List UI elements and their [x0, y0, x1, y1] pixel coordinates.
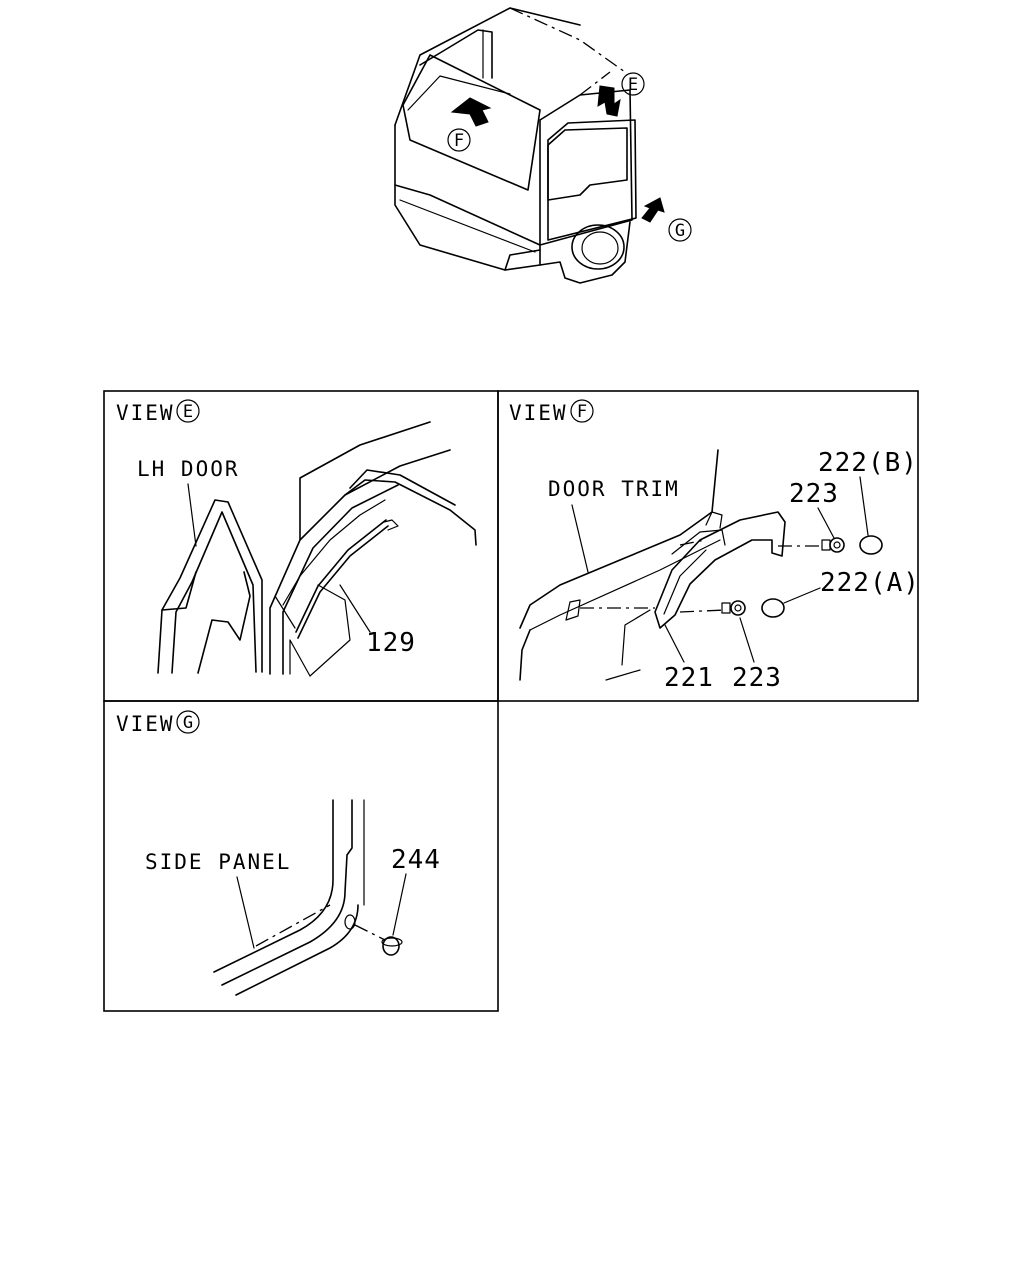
view-f-title-marker: F — [570, 399, 594, 423]
svg-text:E: E — [183, 402, 193, 422]
view-g-panel: VIEW G SIDE PANEL 244 — [116, 710, 441, 996]
clip-244 — [381, 936, 403, 956]
part-129-label: 129 — [366, 628, 416, 658]
cap-222a — [761, 598, 785, 618]
view-e-marker: E — [621, 72, 645, 96]
view-f-panel: VIEW F DOOR TRIM — [509, 399, 920, 693]
view-f-marker: F — [447, 128, 471, 152]
view-e-title-marker: E — [176, 399, 200, 423]
view-f-title: VIEW — [509, 401, 568, 425]
part-223-upper-label: 223 — [789, 479, 839, 509]
svg-text:F: F — [454, 131, 464, 151]
part-222a-label: 222(A) — [820, 568, 920, 598]
side-panel-callout: SIDE PANEL — [145, 850, 291, 874]
view-g-title: VIEW — [116, 712, 175, 736]
view-g-arrow — [641, 197, 665, 223]
svg-text:E: E — [628, 75, 638, 95]
view-e-arrow — [597, 85, 621, 117]
part-221-label: 221 — [664, 663, 714, 693]
view-g-title-marker: G — [176, 710, 200, 734]
screw-223-upper — [821, 537, 845, 553]
part-222b-label: 222(B) — [818, 448, 918, 478]
screw-223-lower — [721, 600, 746, 616]
part-244-label: 244 — [391, 845, 441, 875]
view-e-title: VIEW — [116, 401, 175, 425]
svg-text:G: G — [675, 221, 685, 241]
lh-door-callout: LH DOOR — [137, 457, 240, 481]
panel-g-frame — [103, 700, 499, 1012]
part-223-lower-label: 223 — [732, 663, 782, 693]
view-f-arrow — [450, 97, 492, 127]
svg-text:F: F — [577, 402, 587, 422]
panel-e-frame — [103, 390, 499, 702]
view-g-marker: G — [668, 218, 692, 242]
panel-f-frame — [497, 390, 919, 702]
view-e-panel: VIEW E LH DOOR 129 — [116, 399, 477, 677]
svg-text:G: G — [183, 713, 193, 733]
door-trim-callout: DOOR TRIM — [548, 477, 680, 501]
truck-cab-overview: E F G — [394, 7, 692, 284]
cap-222b — [859, 535, 883, 555]
